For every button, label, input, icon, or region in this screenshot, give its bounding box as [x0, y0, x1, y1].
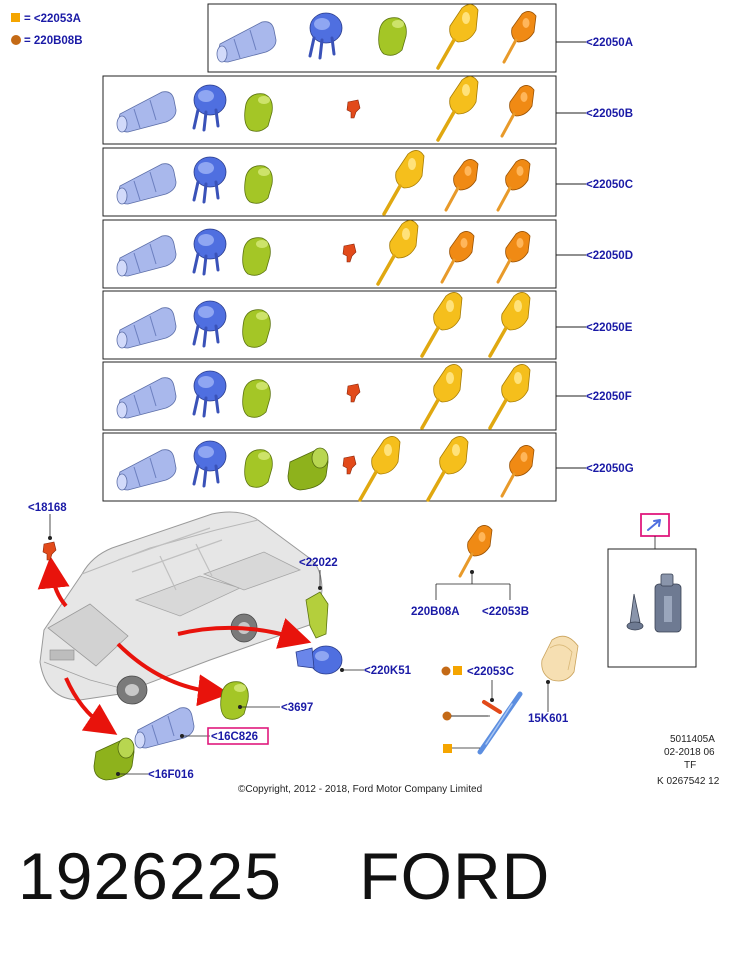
pin-part: [342, 243, 357, 263]
remote-key-part: [426, 434, 470, 502]
lock-cylinder-part: [116, 235, 177, 277]
callout-16f016[interactable]: <16F016: [148, 769, 194, 781]
kit-row-e: <22050E: [102, 290, 633, 360]
grease-bottle-part: [654, 573, 682, 633]
remote-key-part: [436, 2, 480, 70]
lock-cylinder-part: [116, 449, 177, 491]
rotor-part: [244, 165, 273, 204]
key-part: [440, 229, 476, 284]
remote-key-part: [382, 148, 426, 216]
kit-label-22050g[interactable]: <22050G: [586, 463, 634, 475]
pin-part: [346, 99, 361, 119]
callout-15k601[interactable]: 15K601: [528, 713, 569, 725]
legend-label-22053a: = <22053A: [24, 13, 81, 25]
lock-cap-part: [192, 227, 228, 276]
lock-cap-part: [192, 83, 228, 132]
nozzle-part: [626, 593, 644, 631]
rotor-part: [242, 379, 271, 418]
legend-dot-marker: [11, 35, 21, 45]
rotor-part: [242, 237, 271, 276]
page-caption: 1926225 FORD: [18, 839, 551, 913]
info-market: TF: [684, 760, 696, 771]
kit-label-22050d[interactable]: <22050D: [586, 250, 633, 262]
key-part: [500, 83, 536, 138]
key-part: [458, 523, 494, 578]
lock-cylinder-part: [116, 163, 177, 205]
lock-cylinder-part: [116, 307, 177, 349]
callout-16c826[interactable]: <16C826: [211, 731, 258, 743]
remote-key-part: [420, 290, 464, 358]
rotor-part: [244, 449, 273, 488]
remote-key-part: [488, 362, 532, 430]
kit-row-a: <22050A: [207, 2, 633, 73]
kit-label-22050e[interactable]: <22050E: [586, 322, 633, 334]
kit-row-f: <22050F: [102, 361, 632, 431]
remote-key-part: [358, 434, 402, 502]
callout-arrows: [37, 556, 312, 735]
highlight-box: [207, 727, 269, 745]
legend-dot-marker: [442, 711, 452, 721]
callout-22053c[interactable]: <22053C: [467, 666, 514, 678]
key-part: [500, 443, 536, 498]
link-arrow-icon: [647, 519, 661, 531]
remote-housing-part: [541, 635, 579, 682]
pin-part: [42, 541, 57, 561]
callout-22022[interactable]: <22022: [299, 557, 338, 569]
lock-cap-part: [192, 369, 228, 418]
lock-cap-part: [308, 11, 344, 60]
legend-label-220b08b: = 220B08B: [24, 35, 83, 47]
callout-220b08a[interactable]: 220B08A: [411, 606, 460, 618]
key-part: [496, 157, 532, 212]
kit-row-d: <22050D: [102, 218, 633, 289]
legend-dot-marker: [441, 666, 451, 676]
rotor-part: [244, 93, 273, 132]
info-date: 02-2018 06: [664, 747, 715, 758]
pin-part: [342, 455, 357, 475]
rotor-part: [378, 17, 407, 56]
lock-cap-part: [192, 299, 228, 348]
kit-label-22050c[interactable]: <22050C: [586, 179, 633, 191]
lock-cylinder-part: [116, 91, 177, 133]
lock-cap-part: [295, 645, 343, 675]
remote-key-part: [436, 74, 480, 142]
clip-part: [305, 591, 329, 639]
kit-label-22050b[interactable]: <22050B: [586, 108, 633, 120]
kit-row-c: <22050C: [102, 147, 633, 217]
tool-kit-box: [607, 548, 697, 668]
legend-square-marker: [453, 666, 462, 675]
callout-22053b[interactable]: <22053B: [482, 606, 529, 618]
callout-18168[interactable]: <18168: [28, 502, 67, 514]
copyright-text: ©Copyright, 2012 - 2018, Ford Motor Comp…: [238, 784, 482, 795]
rotor-part: [242, 309, 271, 348]
kit-label-22050f[interactable]: <22050F: [586, 391, 632, 403]
kit-row-b: <22050B: [102, 74, 633, 145]
info-code: 5011405A: [670, 734, 715, 745]
info-reference: K 0267542 12: [657, 776, 720, 787]
legend-square-marker: [11, 13, 20, 22]
blade-insert-part: [482, 700, 502, 714]
lock-cylinder-part: [116, 377, 177, 419]
lock-cap-part: [192, 155, 228, 204]
ignition-cylinder-part: [287, 447, 329, 491]
key-part: [502, 9, 538, 64]
remote-key-part: [488, 290, 532, 358]
remote-key-part: [376, 218, 420, 286]
lock-cylinder-part: [216, 21, 277, 63]
van-illustration: [39, 511, 323, 705]
legend-square-marker: [443, 744, 452, 753]
callout-220k51[interactable]: <220K51: [364, 665, 412, 677]
pin-part: [346, 383, 361, 403]
lock-cap-part: [192, 439, 228, 488]
kit-row-g: <22050G: [102, 432, 634, 502]
lock-cylinder-part: [134, 707, 195, 749]
remote-key-part: [420, 362, 464, 430]
key-part: [496, 229, 532, 284]
key-part: [444, 157, 480, 212]
rotor-part: [220, 681, 249, 720]
callout-3697[interactable]: <3697: [281, 702, 313, 714]
kit-label-22050a[interactable]: <22050A: [586, 37, 633, 49]
